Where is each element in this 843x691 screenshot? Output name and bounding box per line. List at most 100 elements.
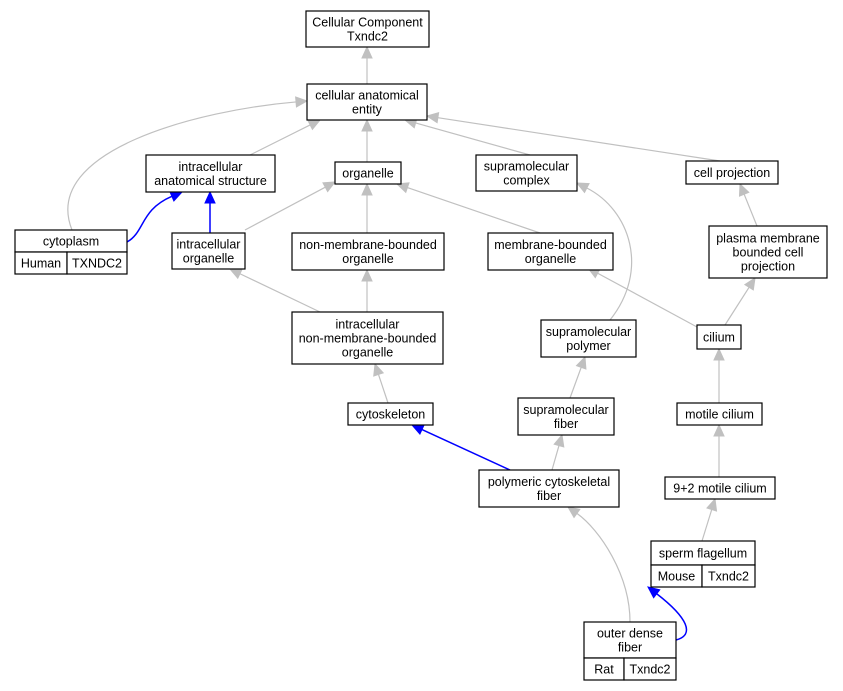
edge-inmbo-to-nmbo [361,268,373,312]
edge-ias-to-cae [249,119,322,156]
node-label: supramolecular [484,160,569,174]
node-label: organelle [342,252,393,266]
node-box [583,621,677,659]
node-label: non-membrane-bounded [299,332,437,346]
node-label: organelle [342,167,393,181]
node-label: intracellular [177,238,241,252]
node-box [305,10,430,48]
edge-odf-to-spf [647,586,688,641]
node-box [475,154,578,192]
node-box [540,319,637,358]
node-label: polymeric cytoskeletal [488,475,610,489]
annotation-cyto: Human TXNDC2 [14,251,128,275]
node-label: Txndc2 [347,30,388,44]
node-inmbo[interactable]: intracellularnon-membrane-boundedorganel… [291,311,444,365]
node-box [487,232,614,271]
node-box [291,311,444,365]
node-label: supramolecular [546,325,631,339]
edge-pcf-to-smf [551,433,565,471]
edge-org-to-cae [361,118,373,162]
node-label: cytoplasm [43,235,99,249]
node-label: bounded cell [733,246,804,260]
node-org[interactable]: organelle [334,161,402,185]
edge-mcil-to-cil [713,347,725,403]
node-cysk[interactable]: cytoskeleton [347,402,434,426]
edge-smc-to-cae [403,117,531,156]
node-label: fiber [618,641,642,655]
node-cil[interactable]: cilium [696,324,742,350]
node-label: organelle [183,252,234,266]
node-box [708,225,828,279]
annotation-spf: Mouse Txndc2 [650,564,756,588]
edge-cyto-to-cae [67,96,309,231]
edge-cil-to-mbo [586,267,698,328]
node-label: entity [352,103,383,117]
node-label: cilium [703,331,735,345]
node-box [145,154,276,193]
edge-mbo-to-org [395,182,541,234]
node-box [696,324,742,350]
node-box [291,232,445,271]
node-box [306,83,428,121]
node-label: projection [741,260,795,274]
node-label: non-membrane-bounded [299,238,437,252]
edge-n92-to-mcil [713,423,725,477]
gene-label: Txndc2 [708,570,749,584]
node-label: organelle [342,346,393,360]
node-box [664,476,776,500]
node-label: anatomical structure [154,174,267,188]
node-label: complex [503,174,550,188]
edge-pcf-to-cysk [410,424,511,471]
node-box [517,397,615,436]
edge-cae-to-cc [361,45,373,84]
node-box [685,160,779,185]
node-label: 9+2 motile cilium [673,482,766,496]
node-label: cellular anatomical [315,89,419,103]
species-label: Human [21,257,61,271]
edge-cil-to-pmbcp [724,276,756,326]
gene-label: TXNDC2 [72,257,122,271]
node-box [347,402,434,426]
edges-layer [67,45,758,641]
node-label: intracellular [336,318,400,332]
node-label: intracellular [179,160,243,174]
edge-smf-to-smp [569,355,587,399]
node-label: motile cilium [685,408,754,422]
node-label: Cellular Component [312,16,423,30]
node-cproj[interactable]: cell projection [685,160,779,185]
node-box [171,232,246,270]
node-mcil[interactable]: motile cilium [676,402,763,426]
edge-smp-to-smc [575,182,633,321]
species-label: Mouse [658,570,696,584]
edge-spf-to-n92 [701,497,718,542]
node-label: polymer [566,339,610,353]
node-label: sperm flagellum [659,547,747,561]
gene-label: Txndc2 [630,663,671,677]
node-label: cell projection [694,166,770,180]
node-label: plasma membrane [716,232,820,246]
node-n92[interactable]: 9+2 motile cilium [664,476,776,500]
node-box [478,469,620,508]
edge-iorg-to-org [244,181,337,231]
node-box [676,402,763,426]
edge-cproj-to-cae [425,112,721,162]
edge-pmbcp-to-cproj [738,182,758,227]
node-box [334,161,402,185]
